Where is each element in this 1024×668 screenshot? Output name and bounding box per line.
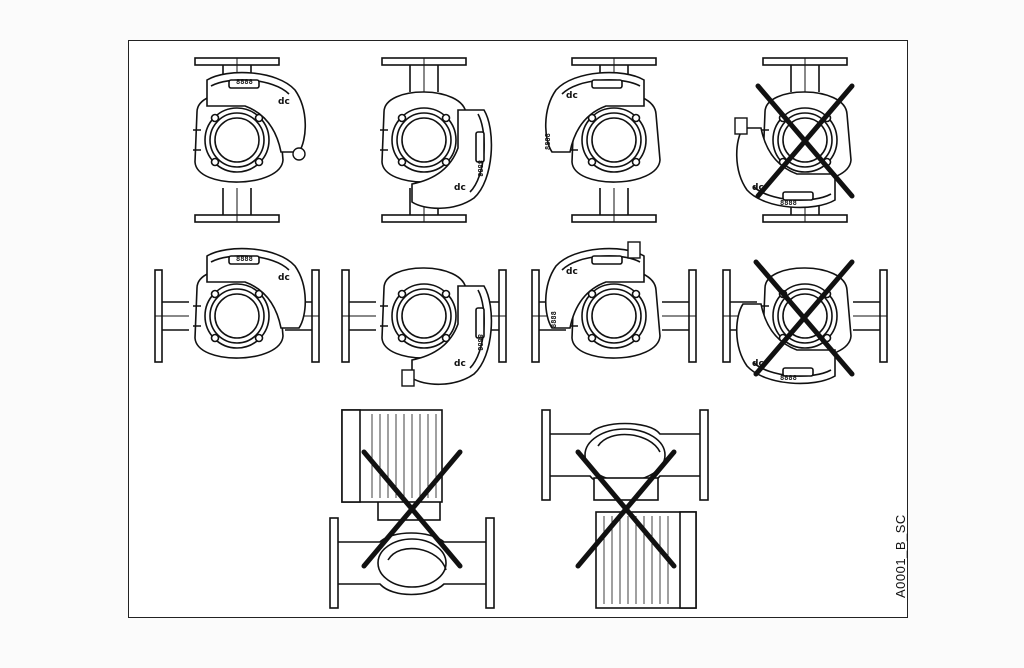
display-readout: 8888 (780, 374, 797, 382)
pump-vertical-1 (192, 57, 307, 223)
display-readout: 8888 (476, 160, 484, 177)
figure-code-label: A0001_B_SC (893, 514, 908, 598)
logo-mark: dc (752, 183, 764, 193)
logo-mark: dc (454, 183, 466, 193)
logo-mark: dc (278, 273, 290, 283)
not-allowed-cross (361, 449, 463, 569)
display-readout: 8888 (780, 199, 797, 207)
pump-horizontal-3 (531, 241, 697, 363)
logo-mark: dc (752, 359, 764, 369)
pump-horizontal-2 (341, 267, 507, 387)
display-readout: 8888 (476, 334, 484, 351)
display-readout: 8888 (236, 78, 253, 86)
display-readout: 8888 (236, 255, 253, 263)
not-allowed-cross (755, 83, 855, 199)
pump-vertical-4 (734, 57, 852, 223)
pump-horizontal-4 (722, 267, 888, 385)
pump-horizontal-1 (154, 247, 320, 363)
not-allowed-cross (575, 449, 677, 569)
pump-vertical-3 (544, 57, 661, 223)
logo-mark: dc (566, 91, 578, 101)
pump-vertical-2 (379, 57, 493, 223)
logo-mark: dc (454, 359, 466, 369)
display-readout: 8888 (550, 311, 558, 328)
logo-mark: dc (566, 267, 578, 277)
not-allowed-cross (753, 259, 855, 377)
display-readout: 8888 (544, 133, 552, 150)
logo-mark: dc (278, 97, 290, 107)
